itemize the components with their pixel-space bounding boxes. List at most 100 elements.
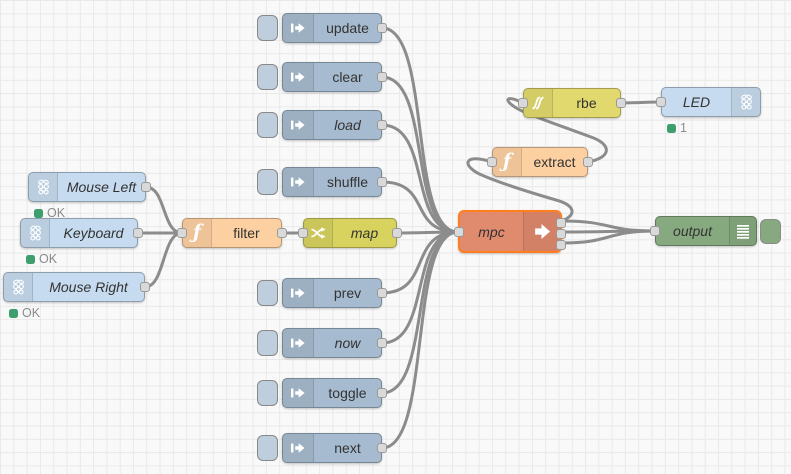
node-label: extract bbox=[533, 154, 576, 170]
output-port-1[interactable] bbox=[556, 218, 566, 228]
output-port[interactable] bbox=[583, 157, 593, 167]
output-port[interactable] bbox=[377, 23, 387, 33]
wire[interactable] bbox=[560, 219, 657, 233]
node-label: next bbox=[334, 440, 361, 456]
node-mouse-left[interactable]: Mouse Left OK bbox=[28, 172, 151, 220]
wire[interactable] bbox=[560, 229, 657, 245]
output-port[interactable] bbox=[377, 338, 387, 348]
node-inject-clear[interactable]: clear bbox=[257, 62, 387, 92]
status-badge: 1 bbox=[667, 121, 687, 135]
wire[interactable] bbox=[380, 123, 460, 234]
node-label: update bbox=[326, 20, 369, 36]
node-label: map bbox=[350, 225, 379, 241]
node-inject-now[interactable]: now bbox=[257, 328, 387, 358]
inject-arrow-icon bbox=[283, 279, 314, 307]
node-inject-load[interactable]: load bbox=[257, 110, 387, 140]
wire[interactable] bbox=[466, 157, 574, 223]
inject-button[interactable] bbox=[257, 112, 278, 138]
wire[interactable] bbox=[380, 230, 460, 395]
node-keyboard[interactable]: Keyboard OK bbox=[20, 218, 143, 266]
node-inject-prev[interactable]: prev bbox=[257, 278, 387, 308]
node-rbe[interactable]: rbe bbox=[518, 88, 626, 118]
node-label: Keyboard bbox=[63, 225, 124, 241]
rbe-hysteresis-icon bbox=[524, 89, 553, 117]
raspberry-pi-icon bbox=[4, 273, 33, 301]
node-function-filter[interactable]: ƒ filter bbox=[177, 218, 287, 248]
wire[interactable] bbox=[143, 231, 184, 289]
node-label: filter bbox=[233, 225, 260, 241]
output-port[interactable] bbox=[392, 228, 402, 238]
node-label: toggle bbox=[328, 385, 367, 401]
input-port[interactable] bbox=[650, 226, 660, 236]
node-label: shuffle bbox=[327, 174, 368, 190]
wire[interactable] bbox=[380, 180, 460, 234]
inject-button[interactable] bbox=[257, 169, 278, 195]
inject-button[interactable] bbox=[257, 280, 278, 306]
wire[interactable] bbox=[506, 97, 608, 164]
output-port-2[interactable] bbox=[556, 229, 566, 239]
wire[interactable] bbox=[380, 230, 460, 345]
inject-button[interactable] bbox=[257, 380, 278, 406]
output-port[interactable] bbox=[141, 182, 151, 192]
node-label: output bbox=[673, 223, 712, 239]
node-label: prev bbox=[333, 285, 362, 301]
node-function-extract[interactable]: ƒ extract bbox=[487, 147, 593, 177]
node-label: clear bbox=[332, 69, 363, 85]
node-label: load bbox=[334, 117, 361, 133]
output-port[interactable] bbox=[140, 282, 150, 292]
input-port[interactable] bbox=[656, 97, 666, 107]
input-port[interactable] bbox=[298, 228, 308, 238]
inject-button[interactable] bbox=[257, 64, 278, 90]
raspberry-pi-icon bbox=[731, 88, 760, 116]
node-mpc[interactable]: mpc bbox=[454, 210, 566, 253]
wire[interactable] bbox=[380, 75, 460, 234]
node-debug-output[interactable]: output bbox=[650, 216, 781, 246]
raspberry-pi-icon bbox=[21, 219, 50, 247]
inject-button[interactable] bbox=[257, 435, 278, 461]
wire[interactable] bbox=[380, 230, 460, 450]
node-inject-update[interactable]: update bbox=[257, 13, 387, 43]
wire[interactable] bbox=[144, 185, 184, 235]
raspberry-pi-icon bbox=[29, 173, 58, 201]
input-port[interactable] bbox=[177, 228, 187, 238]
output-port[interactable] bbox=[616, 98, 626, 108]
output-port[interactable] bbox=[377, 177, 387, 187]
node-led[interactable]: LED 1 bbox=[656, 87, 761, 135]
inject-arrow-icon bbox=[283, 168, 314, 196]
inject-arrow-icon bbox=[283, 329, 314, 357]
node-inject-next[interactable]: next bbox=[257, 433, 387, 463]
input-port[interactable] bbox=[518, 98, 528, 108]
status-badge: OK bbox=[9, 306, 40, 320]
inject-arrow-icon bbox=[283, 111, 314, 139]
status-text: OK bbox=[39, 252, 58, 266]
output-port[interactable] bbox=[377, 120, 387, 130]
status-badge: OK bbox=[34, 206, 65, 220]
output-port[interactable] bbox=[377, 443, 387, 453]
status-dot-green bbox=[9, 308, 18, 318]
input-port[interactable] bbox=[454, 226, 464, 237]
mpc-arrow-icon bbox=[523, 212, 560, 251]
output-port[interactable] bbox=[377, 288, 387, 298]
wire[interactable] bbox=[619, 100, 663, 105]
function-icon: ƒ bbox=[493, 148, 522, 176]
range-icon bbox=[304, 219, 333, 247]
inject-arrow-icon bbox=[283, 434, 314, 462]
output-port[interactable] bbox=[377, 388, 387, 398]
inject-button[interactable] bbox=[257, 330, 278, 356]
input-port[interactable] bbox=[487, 157, 497, 167]
node-inject-shuffle[interactable]: shuffle bbox=[257, 167, 387, 197]
node-label: rbe bbox=[576, 95, 597, 111]
inject-arrow-icon bbox=[283, 379, 314, 407]
output-port[interactable] bbox=[277, 228, 287, 238]
node-label: Mouse Right bbox=[49, 279, 128, 295]
node-range-map[interactable]: map bbox=[298, 218, 402, 248]
wire[interactable] bbox=[380, 26, 460, 234]
node-inject-toggle[interactable]: toggle bbox=[257, 378, 387, 408]
debug-toggle-button[interactable] bbox=[760, 219, 781, 244]
output-port[interactable] bbox=[133, 228, 143, 238]
output-port[interactable] bbox=[377, 72, 387, 82]
output-port-3[interactable] bbox=[556, 240, 566, 250]
node-mouse-right[interactable]: Mouse Right OK bbox=[3, 272, 150, 320]
inject-button[interactable] bbox=[257, 15, 278, 41]
